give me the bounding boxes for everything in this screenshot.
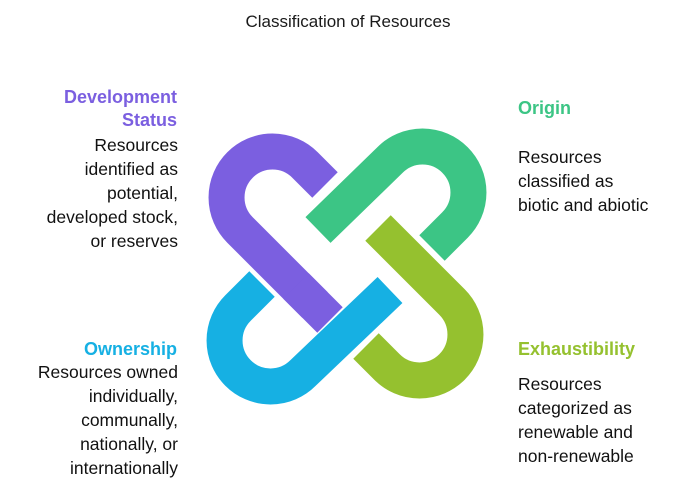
blue-link [206,271,403,405]
description-line: developed stock, [46,207,178,227]
origin-heading: Origin [518,98,571,118]
purple-link [208,133,338,318]
ownership-heading: Ownership [83,339,177,359]
exhaustibility-description: Resources categorized as renewable and n… [518,372,690,468]
description-line: biotic and abiotic [518,195,649,215]
description-line: identified as [84,159,178,179]
development-status-description: Resources identified as potential, devel… [10,133,178,253]
ownership-description: Resources owned individually, communally… [10,360,178,480]
purple-link-overlap [283,273,343,333]
description-line: nationally, or [80,434,178,454]
origin-description: Resources classified as biotic and abiot… [518,145,690,217]
description-line: Resources [518,374,602,394]
description-line: categorized as [518,398,632,418]
lime-link [353,215,484,399]
description-line: Resources [94,135,178,155]
description-line: renewable and [518,422,633,442]
green-link [305,128,487,261]
diagram-title: Classification of Resources [245,12,451,31]
development-status-heading-line1: Development [63,87,177,107]
development-status-heading-line2: Status [121,110,177,130]
description-line: or reserves [90,231,178,251]
description-line: Resources [518,147,602,167]
description-line: communally, [81,410,178,430]
description-line: classified as [518,171,614,191]
exhaustibility-heading: Exhaustibility [518,339,636,359]
description-line: individually, [88,386,178,406]
description-line: potential, [106,183,178,203]
description-line: non-renewable [518,446,634,466]
description-line: Resources owned [37,362,178,382]
description-line: internationally [70,458,178,478]
development-status-heading: Development Status [20,86,177,132]
